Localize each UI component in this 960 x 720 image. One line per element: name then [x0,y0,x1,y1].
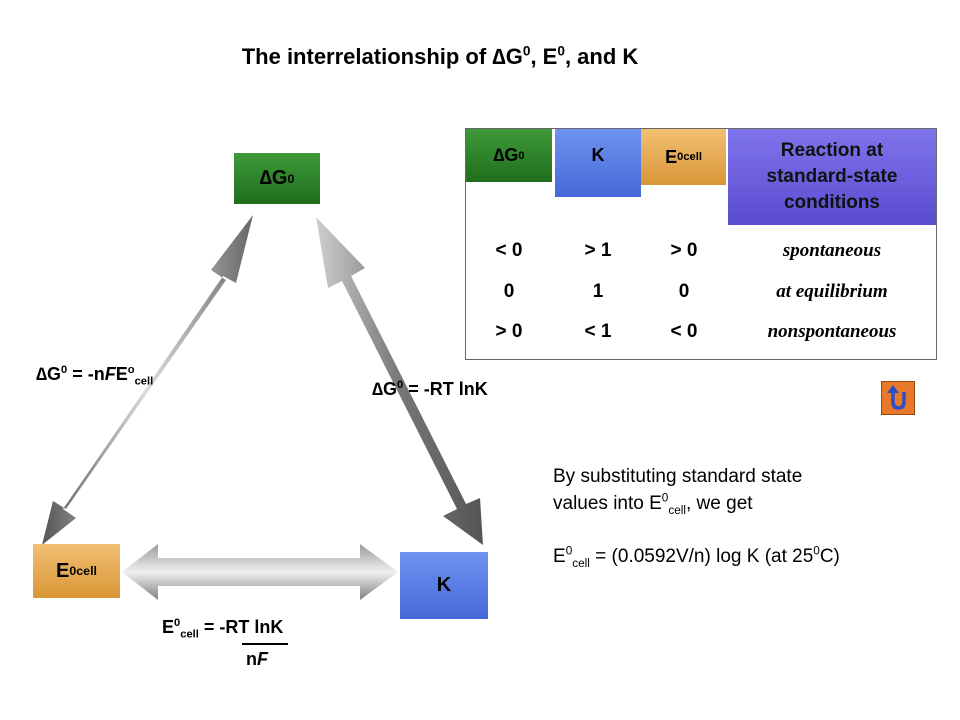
return-arrow-icon [887,385,906,410]
equation-dg-e: ∆G0 = -nFEocell [36,364,154,388]
equation-dg-k: ∆G0 = -RT lnK [372,379,488,399]
equation-denominator: nF [246,649,268,669]
arrow-dg-e [42,215,253,545]
arrow-e-k [122,544,398,600]
fraction-bar [242,643,288,645]
equation-e-k: E0cell = -RT lnK [162,617,284,641]
nernst-equation: E0cell = (0.0592V/n) log K (at 250C) [553,544,840,570]
node-k: K [400,552,488,619]
return-button[interactable] [881,381,915,415]
header-k: K [555,129,641,197]
substitution-note: By substituting standard state values in… [553,466,803,517]
arrow-dg-k [316,217,483,545]
page-title: The interrelationship of ∆G0, E0, and K [241,43,639,69]
header-reaction: Reaction at standard-state conditions [728,129,936,225]
